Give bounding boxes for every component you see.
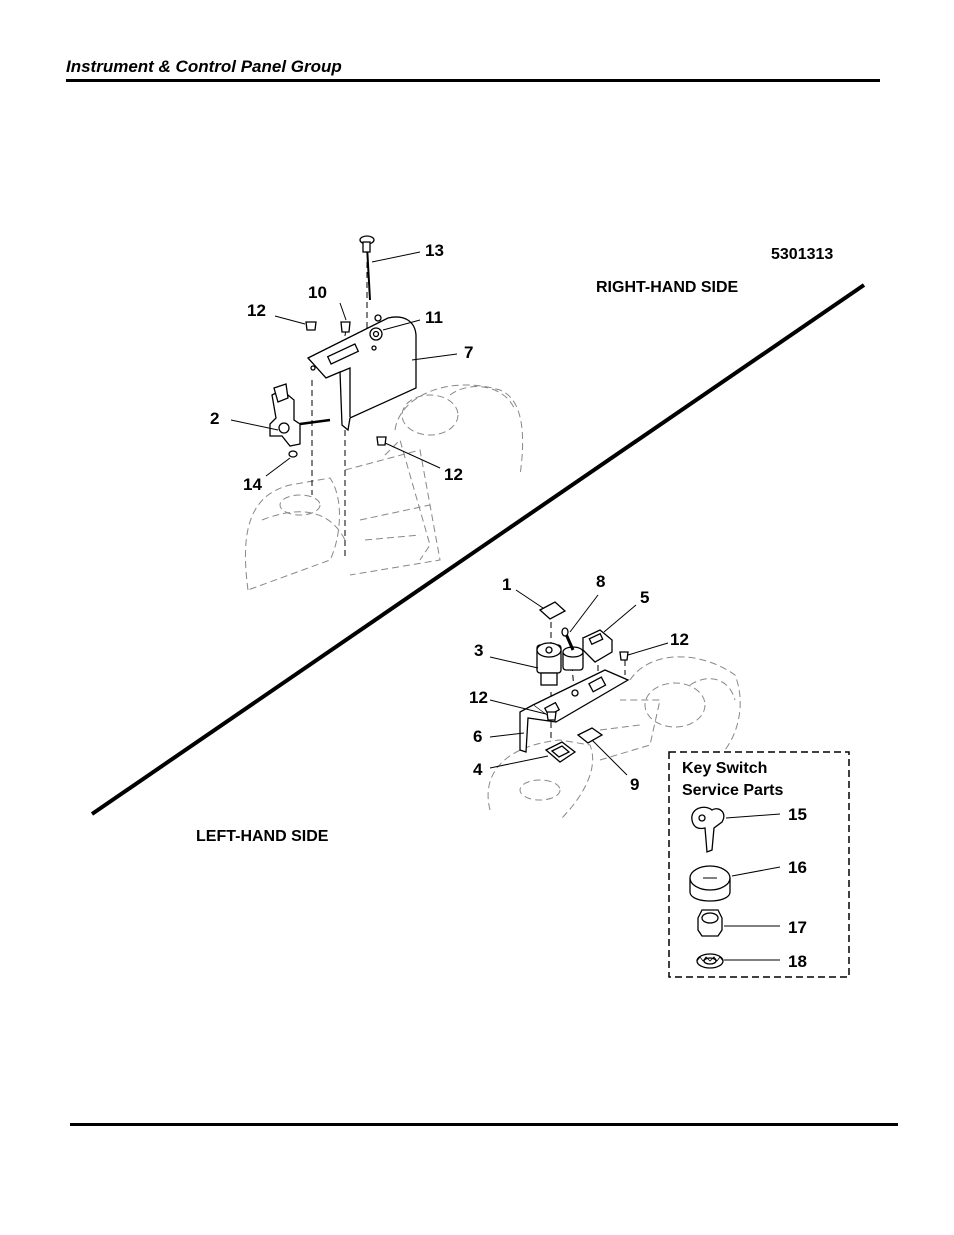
callout-9: 9 [630,775,639,794]
callout-5: 5 [640,588,649,607]
right-hand-side-label: RIGHT-HAND SIDE [596,279,739,296]
right-hand-assembly [245,235,524,591]
key-icon [691,806,725,853]
footer-rule [70,1123,898,1126]
key-cap-part [689,865,731,902]
callout-12-c: 12 [670,630,689,649]
left-hand-assembly [487,601,741,821]
panel-cover [306,316,417,420]
callout-1: 1 [502,575,511,594]
callout-18: 18 [788,952,807,971]
header-rule [66,79,880,82]
hex-nut-part [697,909,723,937]
inset-title-line1: Key Switch [682,760,767,777]
inset-title-line2: Service Parts [682,782,784,799]
callout-2: 2 [210,409,219,428]
callout-16: 16 [788,858,807,877]
lock-washer-part [696,953,724,969]
diagonal-divider [90,283,866,816]
figure-number: 5301313 [771,246,833,263]
callout-15: 15 [788,805,807,824]
leader-lines [230,251,669,776]
left-hand-side-label: LEFT-HAND SIDE [196,828,329,845]
callout-7: 7 [464,343,473,362]
key-switch-inset [668,751,850,978]
callout-11: 11 [425,308,443,327]
callout-12-d: 12 [469,688,488,707]
callout-10: 10 [308,283,327,302]
callout-8: 8 [596,572,605,591]
callout-13: 13 [425,241,444,260]
lever-bracket [269,389,301,447]
page-title: Instrument & Control Panel Group [66,57,342,76]
callout-6: 6 [473,727,482,746]
callout-12-b: 12 [444,465,463,484]
callout-17: 17 [788,918,807,937]
callout-12-a: 12 [247,301,266,320]
callout-14: 14 [243,475,262,494]
callout-4: 4 [473,760,483,779]
callout-3: 3 [474,641,483,660]
